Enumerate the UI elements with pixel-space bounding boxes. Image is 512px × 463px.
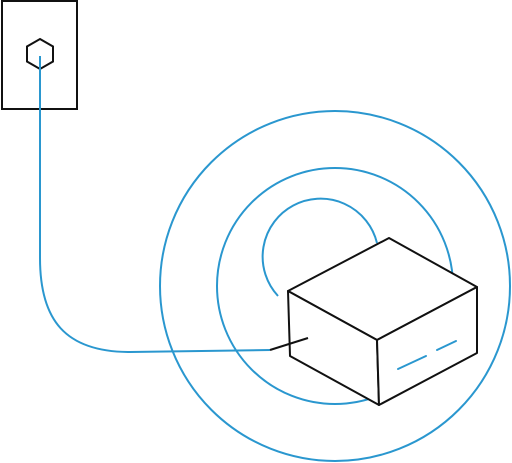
power-cable [39, 56, 271, 354]
status-light-2 [436, 340, 457, 351]
cable-plug [269, 337, 309, 351]
status-light-1 [397, 355, 427, 370]
router-device [287, 237, 478, 406]
device-side-face [376, 286, 478, 406]
signal-ring-inner [261, 197, 378, 297]
signal-ring-outer [159, 110, 511, 462]
dash-led-icon [397, 340, 457, 370]
